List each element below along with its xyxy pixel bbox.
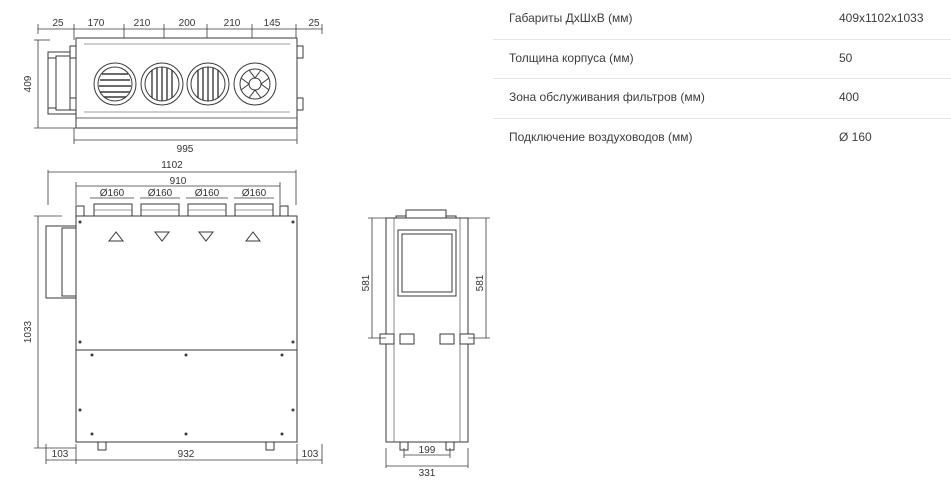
- dim-label: 210: [224, 18, 241, 29]
- dim-label: 581: [475, 274, 486, 291]
- dim-label: 1033: [23, 320, 34, 343]
- dim-label: 995: [177, 144, 194, 155]
- dim-label: 910: [170, 176, 187, 187]
- spec-label: Зона обслуживания фильтров (мм): [509, 90, 705, 104]
- dim-label: 409: [23, 75, 34, 92]
- top-view: [34, 24, 323, 144]
- dim-label: 170: [88, 18, 105, 29]
- spec-value: 409x1102x1033: [839, 11, 924, 25]
- dim-label: 103: [302, 449, 319, 460]
- duct-label: Ø160: [148, 188, 173, 199]
- dim-label: 210: [134, 18, 151, 29]
- specs-table: Габариты ДхШхВ (мм) 409x1102x1033 Толщин…: [493, 0, 951, 157]
- front-view: [34, 170, 323, 464]
- dim-label: 331: [419, 468, 436, 479]
- spec-value: Ø 160: [839, 129, 872, 144]
- spec-value: 400: [839, 90, 860, 104]
- side-view: [368, 209, 490, 468]
- dimension-labels: 25 170 210 200 210 145 25 409 995 1102 9…: [23, 18, 486, 479]
- dim-label: 25: [52, 18, 64, 29]
- spec-row: Габариты ДхШхВ (мм) 409x1102x1033: [493, 0, 951, 40]
- dim-label: 581: [361, 274, 372, 291]
- spec-value: 50: [839, 50, 853, 65]
- dim-label: 932: [178, 449, 195, 460]
- duct-label: Ø160: [100, 188, 125, 199]
- spec-row: Толщина корпуса (мм) 50: [493, 40, 951, 79]
- spec-label: Габариты ДхШхВ (мм): [509, 11, 633, 25]
- technical-drawing: 25 170 210 200 210 145 25 409 995 1102 9…: [23, 18, 490, 479]
- dim-label: 145: [264, 18, 281, 29]
- spec-label: Подключение воздуховодов (мм): [509, 129, 693, 144]
- spec-row: Подключение воздуховодов (мм) Ø 160: [493, 119, 951, 158]
- spec-label: Толщина корпуса (мм): [509, 50, 634, 65]
- dim-label: 199: [419, 445, 436, 456]
- dim-label: 103: [52, 449, 69, 460]
- duct-label: Ø160: [195, 188, 220, 199]
- spec-row: Зона обслуживания фильтров (мм) 400: [493, 79, 951, 119]
- dim-label: 200: [179, 18, 196, 29]
- dim-label: 25: [308, 18, 320, 29]
- dim-label: 1102: [161, 160, 183, 171]
- duct-label: Ø160: [242, 188, 267, 199]
